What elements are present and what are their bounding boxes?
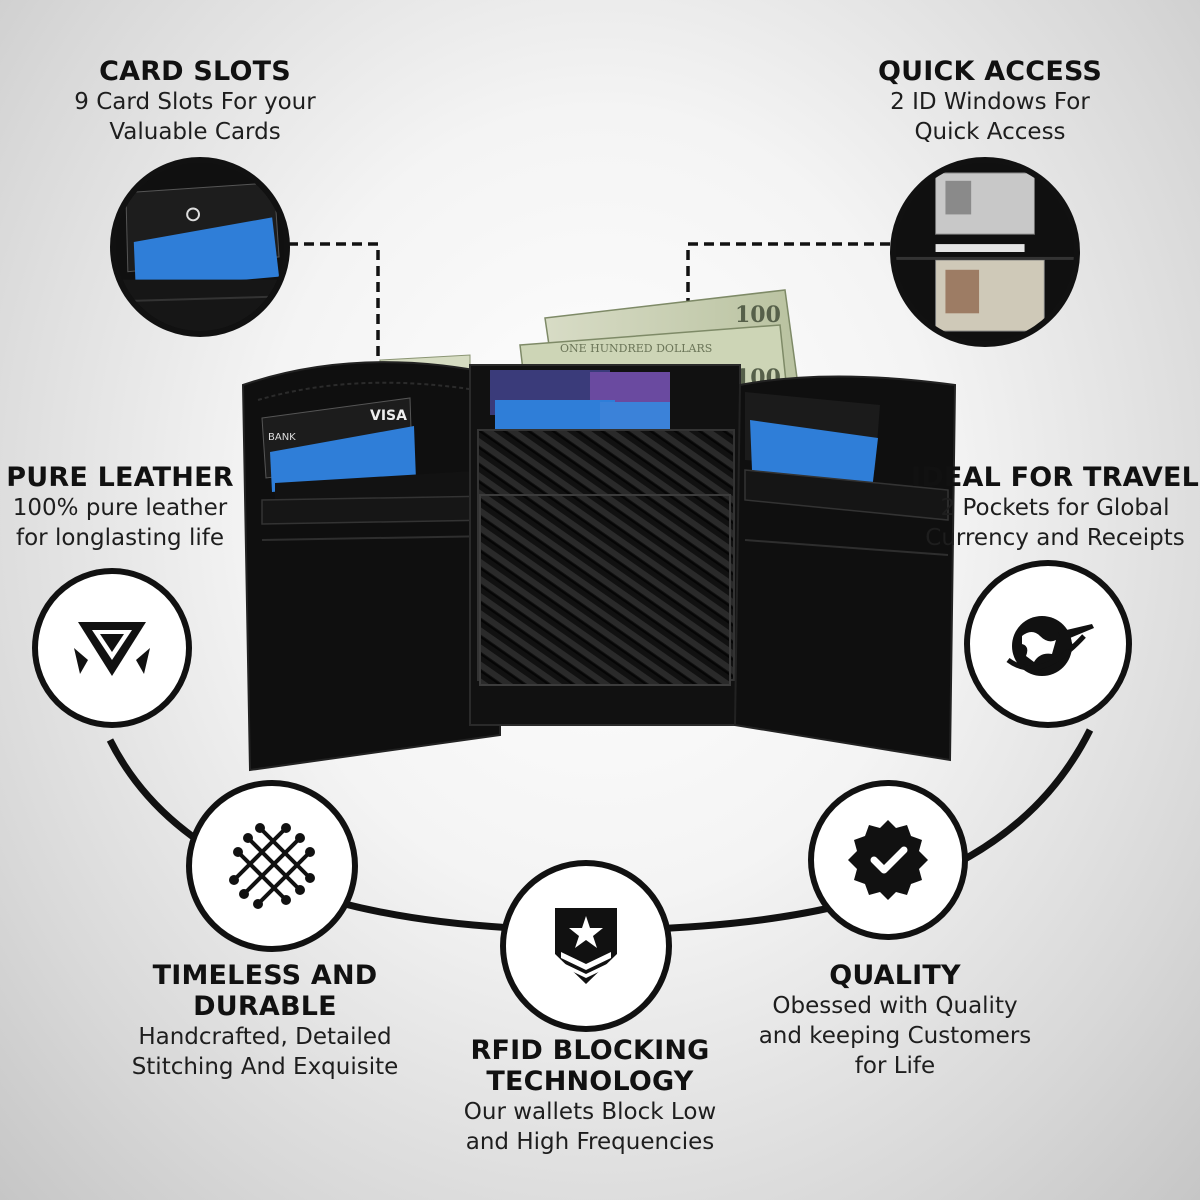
quality-circle bbox=[808, 780, 968, 940]
feature-card-slots: CARD SLOTS 9 Card Slots For your Valuabl… bbox=[30, 56, 360, 147]
card-bank-label: BANK bbox=[268, 432, 296, 443]
timeless-circle bbox=[186, 780, 358, 952]
stitching-icon bbox=[229, 823, 315, 909]
feature-desc-line2: Quick Access bbox=[914, 119, 1066, 145]
feature-title: IDEAL FOR TRAVEL bbox=[910, 462, 1199, 493]
feature-desc-line1: Obessed with Quality bbox=[772, 993, 1018, 1019]
feature-desc-line1: Our wallets Block Low bbox=[463, 1099, 717, 1125]
feature-title: QUALITY bbox=[829, 960, 961, 991]
feature-desc-line2: for longlasting life bbox=[16, 525, 224, 551]
rfid-circle bbox=[500, 860, 672, 1032]
feature-desc-line1: 100% pure leather bbox=[12, 495, 228, 521]
id-windows-photo bbox=[890, 157, 1080, 347]
dashed-leader-right bbox=[686, 242, 890, 370]
leather-emblem-icon bbox=[74, 622, 150, 676]
feature-title-line1: TIMELESS AND bbox=[152, 960, 378, 991]
feature-desc-line2: Currency and Receipts bbox=[925, 525, 1185, 551]
feature-desc-line3: for Life bbox=[854, 1053, 936, 1079]
feature-title-line2: DURABLE bbox=[193, 991, 337, 1022]
feature-quick-access: QUICK ACCESS 2 ID Windows For Quick Acce… bbox=[835, 56, 1145, 147]
pure-leather-circle bbox=[32, 568, 192, 728]
card-slots-photo bbox=[110, 157, 290, 337]
dashed-leader-left bbox=[288, 242, 380, 390]
feature-desc-line1: 2 Pockets for Global bbox=[940, 495, 1170, 521]
check-badge-icon bbox=[848, 820, 928, 900]
feature-pure-leather: PURE LEATHER 100% pure leather for longl… bbox=[0, 462, 240, 553]
feature-quality: QUALITY Obessed with Quality and keeping… bbox=[735, 960, 1055, 1081]
feature-title: QUICK ACCESS bbox=[877, 56, 1103, 87]
wallet-center-panel bbox=[469, 364, 741, 726]
feature-timeless: TIMELESS AND DURABLE Handcrafted, Detail… bbox=[105, 960, 425, 1082]
bill-denomination: 100 bbox=[735, 302, 781, 328]
feature-desc-line2: Stitching And Exquisite bbox=[131, 1054, 399, 1080]
shield-star-icon bbox=[555, 908, 617, 984]
feature-desc-line1: 9 Card Slots For your bbox=[74, 89, 316, 115]
feature-desc-line2: Valuable Cards bbox=[109, 119, 281, 145]
feature-title: CARD SLOTS bbox=[99, 56, 291, 87]
feature-title: PURE LEATHER bbox=[6, 462, 234, 493]
globe-airplane-icon bbox=[1006, 616, 1094, 676]
feature-desc-line1: Handcrafted, Detailed bbox=[138, 1024, 392, 1050]
bill-banner: ONE HUNDRED DOLLARS bbox=[560, 342, 712, 355]
feature-title-line2: TECHNOLOGY bbox=[486, 1066, 694, 1097]
feature-desc-line2: and keeping Customers bbox=[758, 1023, 1032, 1049]
feature-title-line1: RFID BLOCKING bbox=[470, 1035, 710, 1066]
card-visa-label: VISA bbox=[370, 408, 407, 424]
wallet-right-panel bbox=[733, 375, 957, 762]
ideal-travel-circle bbox=[964, 560, 1132, 728]
feature-desc-line1: 2 ID Windows For bbox=[890, 89, 1090, 115]
feature-desc-line2: and High Frequencies bbox=[465, 1129, 715, 1155]
left-cards: BANK VISA bbox=[261, 397, 495, 541]
feature-rfid: RFID BLOCKING TECHNOLOGY Our wallets Blo… bbox=[420, 1035, 760, 1157]
feature-ideal-travel: IDEAL FOR TRAVEL 2 Pockets for Global Cu… bbox=[910, 462, 1200, 553]
